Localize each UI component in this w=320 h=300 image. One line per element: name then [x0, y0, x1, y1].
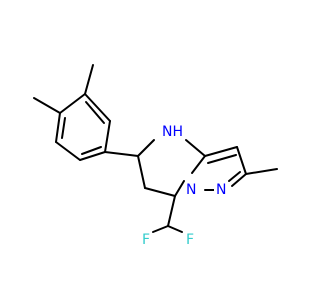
bond-pyrazole-c3a-c3-double: [207, 154, 237, 164]
bond-chf2-f-left: [152, 225, 169, 233]
bond-benzene-5: [104, 120, 111, 153]
bond-benzene-3: [55, 141, 81, 161]
bond-pyrazole-c3a-c3: [204, 146, 238, 157]
bond-benzene-6: [84, 93, 111, 122]
bond-pyrazole-c3-c2: [236, 146, 247, 175]
bond-methyl-left: [33, 97, 61, 114]
label-bg-n-ring-1: [185, 182, 197, 198]
nh-h: H: [172, 124, 183, 140]
bond-benzene-1: [59, 93, 86, 114]
bond-benzene-inner-1: [61, 117, 66, 139]
f-right-label: F: [186, 232, 194, 248]
bond-methyl-pyrazole: [245, 168, 278, 175]
bond-benzene-4: [79, 151, 106, 161]
bond-ring-c5-c6: [137, 155, 146, 189]
bond-ring-n4-c3a: [185, 139, 206, 157]
bond-ring-c6-c7: [144, 187, 176, 197]
bond-ring-c5-n4: [137, 139, 155, 157]
molecule-canvas: NH N N F F: [33, 64, 278, 248]
bond-benzene-inner-2: [81, 146, 102, 155]
nh-n: N: [162, 124, 172, 140]
bond-ring-c7-n1: [174, 180, 185, 197]
label-bg-nh: [161, 128, 183, 144]
molecule-structure: NH N N F F: [33, 64, 278, 248]
f-left-label: F: [142, 232, 150, 248]
label-bg-n-ring-2: [214, 182, 226, 198]
bond-methyl-top: [84, 64, 94, 95]
n-ring-2-label: N: [216, 182, 226, 198]
bond-benzene-2: [55, 112, 61, 143]
nh-label: NH: [162, 124, 183, 140]
bond-pyrazole-c2-n2-double: [228, 171, 241, 182]
bond-aryl-link: [104, 151, 139, 157]
bond-chf2-f-right: [167, 225, 183, 233]
bond-benzene-inner-3: [85, 101, 105, 124]
bond-c7-chf2: [167, 195, 176, 227]
n-ring-1-label: N: [186, 182, 196, 198]
bond-pyrazole-c2-n2: [231, 173, 247, 187]
bond-ring-n1-c3a: [191, 155, 206, 174]
